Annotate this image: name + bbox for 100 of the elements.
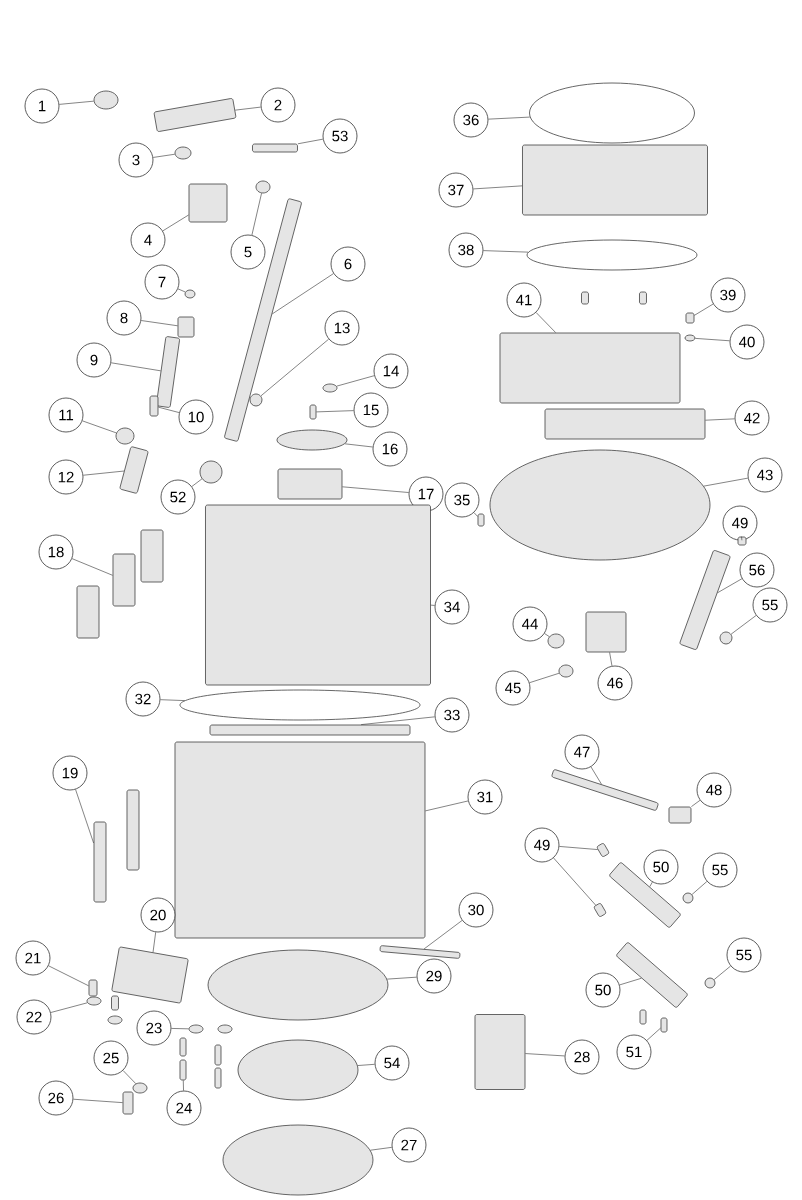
- leader-line: [717, 578, 743, 593]
- leader-line: [703, 477, 749, 487]
- callout-number: 36: [453, 102, 489, 138]
- leader-line: [344, 443, 374, 448]
- part-drawing: [522, 144, 708, 216]
- leader-line: [83, 470, 125, 476]
- callout-number: 31: [467, 779, 503, 815]
- part-drawing: [112, 553, 136, 607]
- part-drawing: [685, 312, 695, 324]
- leader-line: [553, 857, 596, 906]
- leader-line: [122, 1070, 137, 1084]
- callout-number: 44: [512, 606, 548, 642]
- callout-number: 11: [48, 397, 84, 433]
- leader-line: [73, 1098, 123, 1103]
- part-drawing: [322, 383, 338, 393]
- leader-line: [48, 965, 89, 987]
- part-drawing: [122, 1091, 134, 1115]
- leader-line: [535, 312, 556, 333]
- part-drawing: [704, 977, 716, 989]
- part-drawing: [115, 427, 135, 445]
- leader-line: [646, 1027, 661, 1041]
- callout-number: 41: [506, 282, 542, 318]
- leader-line: [110, 362, 161, 372]
- part-drawing: [585, 611, 627, 653]
- leader-line: [191, 478, 203, 487]
- part-drawing: [199, 460, 223, 484]
- callout-number: 26: [38, 1080, 74, 1116]
- part-drawing: [224, 198, 302, 442]
- part-drawing: [379, 945, 461, 959]
- callout-number: 10: [178, 399, 214, 435]
- leader-line: [182, 1080, 184, 1091]
- callout-number: 49: [524, 827, 560, 863]
- part-drawing: [737, 536, 747, 546]
- callout-number: 48: [696, 772, 732, 808]
- leader-line: [171, 1028, 189, 1030]
- callout-number: 56: [739, 552, 775, 588]
- part-drawing: [188, 1024, 204, 1034]
- callout-number: 14: [373, 353, 409, 389]
- callout-number: 28: [564, 1039, 600, 1075]
- callout-number: 53: [322, 118, 358, 154]
- part-drawing: [668, 806, 692, 824]
- leader-line: [59, 100, 94, 105]
- part-drawing: [93, 821, 107, 903]
- leader-line: [649, 881, 653, 887]
- callout-number: 4: [130, 222, 166, 258]
- leader-line: [297, 138, 324, 145]
- callout-number: 54: [374, 1045, 410, 1081]
- leader-line: [316, 410, 354, 413]
- part-drawing: [684, 334, 696, 342]
- callout-number: 3: [118, 142, 154, 178]
- part-drawing: [660, 1017, 668, 1033]
- callout-number: 29: [416, 958, 452, 994]
- leader-line: [234, 106, 262, 111]
- leader-line: [336, 375, 375, 387]
- callout-number: 52: [160, 479, 196, 515]
- callout-number: 35: [444, 482, 480, 518]
- leader-line: [694, 303, 714, 316]
- callout-number: 21: [15, 940, 51, 976]
- part-drawing: [682, 892, 694, 904]
- callout-number: 50: [643, 849, 679, 885]
- callout-number: 8: [106, 300, 142, 336]
- callout-number: 15: [353, 392, 389, 428]
- callout-number: 34: [434, 589, 470, 625]
- part-drawing: [207, 949, 389, 1021]
- leader-line: [695, 338, 730, 342]
- callout-number: 25: [93, 1040, 129, 1076]
- part-drawing: [593, 903, 607, 917]
- part-drawing: [547, 633, 565, 649]
- callout-number: 22: [16, 999, 52, 1035]
- callout-number: 55: [726, 937, 762, 973]
- leader-line: [430, 604, 435, 606]
- part-drawing: [719, 631, 733, 645]
- part-drawing: [558, 664, 574, 678]
- leader-line: [473, 512, 478, 517]
- callout-number: 32: [125, 681, 161, 717]
- callout-number: 51: [616, 1034, 652, 1070]
- part-drawing: [111, 946, 189, 1004]
- leader-line: [590, 766, 602, 785]
- callout-number: 23: [136, 1010, 172, 1046]
- leader-line: [140, 320, 178, 327]
- leader-line: [152, 153, 176, 158]
- leader-line: [559, 846, 598, 850]
- part-drawing: [86, 996, 102, 1006]
- callout-number: 38: [448, 232, 484, 268]
- part-drawing: [93, 90, 119, 110]
- part-drawing: [209, 724, 411, 736]
- leader-line: [160, 699, 185, 701]
- callout-number: 18: [38, 534, 74, 570]
- leader-line: [360, 716, 435, 725]
- part-drawing: [276, 429, 348, 451]
- callout-number: 42: [734, 400, 770, 436]
- callout-number: 43: [747, 457, 783, 493]
- leader-line: [177, 288, 186, 293]
- leader-line: [529, 672, 560, 683]
- part-drawing: [309, 404, 317, 420]
- leader-line: [730, 615, 757, 635]
- leader-line: [162, 214, 189, 232]
- part-drawing: [596, 843, 610, 857]
- part-drawing: [174, 741, 426, 939]
- leader-line: [71, 558, 113, 576]
